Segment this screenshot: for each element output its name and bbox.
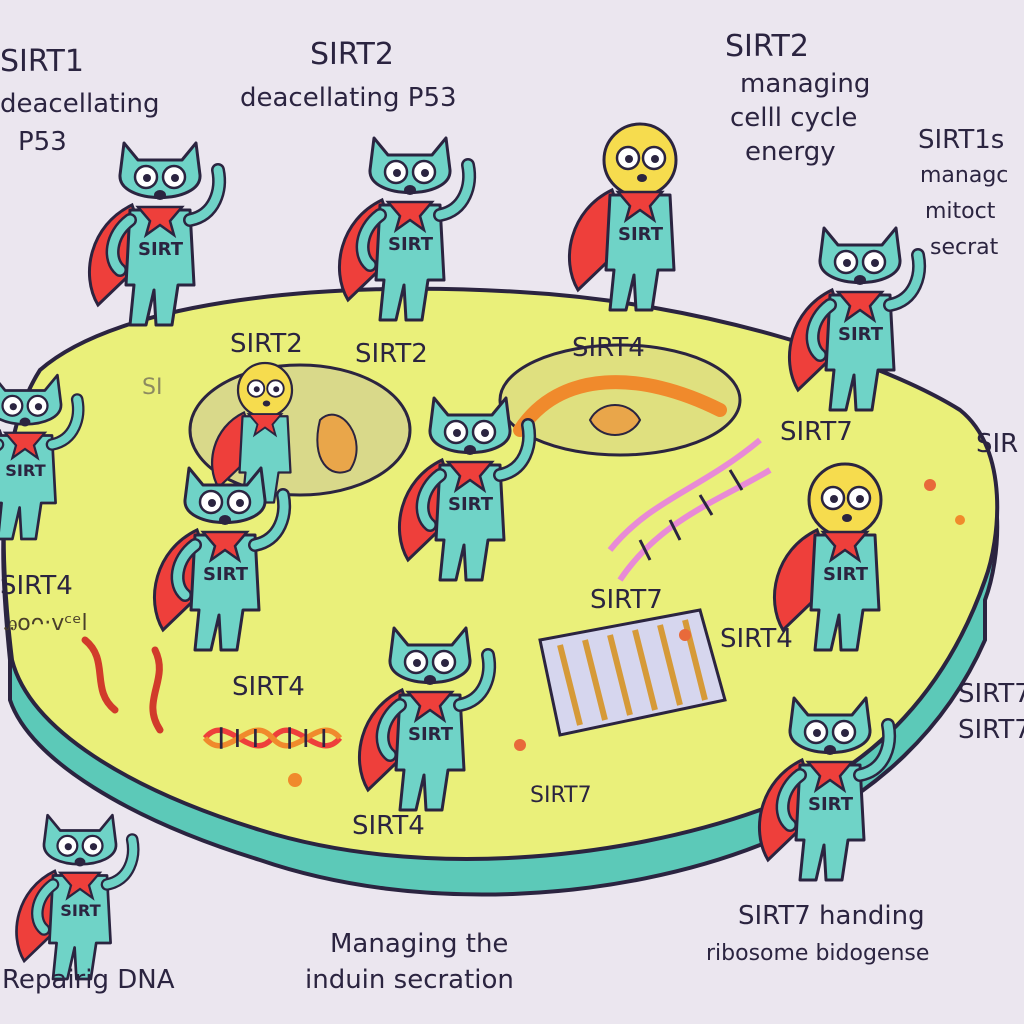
label-sirt1s: SIRT1s — [918, 125, 1005, 155]
label-cell-sirt4-top: SIRT4 — [572, 333, 645, 363]
label-cell-si: SI — [142, 375, 163, 400]
hero-badge: SIRT — [408, 724, 454, 745]
label-manage: managc — [920, 163, 1009, 188]
label-sirt7-handing: SIRT7 handing — [738, 901, 925, 931]
dna-helix-pink — [607, 437, 772, 582]
hero-badge: SIRT — [388, 234, 434, 255]
label-right-sirt7-a: SIRT7 — [958, 679, 1024, 709]
label-sirt1-title: SIRT1 — [0, 44, 84, 79]
hero-sirt1-top-left: SIRT — [89, 143, 219, 325]
label-cell-sirt4-low: SIRT4 — [232, 672, 305, 702]
hero-sirt1-right: SIRT — [789, 228, 919, 410]
label-left-scribble: ꭿoᴖ·vᶜᵉl — [4, 611, 88, 636]
hero-bottom-right: SIRT — [759, 698, 889, 880]
label-right-sirt7-b: SIRT7 — [958, 715, 1024, 745]
hero-bottom-left: SIRT — [17, 815, 134, 979]
label-repairing-dna: Repairig DNA — [2, 965, 175, 995]
label-sirt2-managing: managing — [740, 69, 871, 99]
label-sirt2-cell-cycle: celll cycle — [730, 103, 858, 133]
hero-badge: SIRT — [838, 324, 884, 345]
label-insulin-secretion: induin secration — [305, 965, 514, 995]
label-cell-sirt7-low: SIRT7 — [530, 783, 592, 808]
ribosome-grid — [538, 608, 727, 737]
hero-sirt2-yellow-top: SIRT — [567, 122, 678, 312]
hero-badge: SIRT — [5, 461, 45, 480]
label-sirt1-p53: P53 — [18, 127, 67, 157]
hero-sirt2-top-center: SIRT — [339, 138, 469, 320]
hero-badge: SIRT — [823, 564, 869, 585]
hero-badge: SIRT — [618, 224, 664, 245]
hero-badge: SIRT — [808, 794, 854, 815]
hero-left-goggles: SIRT — [0, 375, 78, 539]
hero-badge: SIRT — [203, 564, 249, 585]
organelle-pocket-top — [498, 343, 742, 457]
label-left-sirt4: SIRT4 — [0, 571, 73, 601]
label-sirt1-desc: deacellating — [0, 89, 160, 119]
label-cell-sirt7-mid: SIRT7 — [590, 585, 663, 615]
label-sirt2-right-title: SIRT2 — [725, 29, 809, 64]
label-mitoc: mitoct — [925, 199, 996, 224]
label-cell-sirt4-right: SIRT4 — [720, 624, 793, 654]
hero-badge: SIRT — [60, 901, 100, 920]
hero-bottom-center: SIRT — [359, 628, 489, 810]
hero-badge: SIRT — [448, 494, 494, 515]
label-cell-sirt7-top: SIRT7 — [780, 417, 853, 447]
label-cell-sirt2-b: SIRT2 — [355, 339, 428, 369]
label-right-edge-sir: SIR — [976, 429, 1019, 459]
hero-yellow-right-pocket: SIRT — [772, 462, 883, 652]
label-managing-the: Managing the — [330, 929, 509, 959]
label-ribosome-biogenesis: ribosome bidogense — [706, 941, 930, 966]
hero-badge: SIRT — [138, 239, 184, 260]
label-sirt2-title: SIRT2 — [310, 37, 394, 72]
label-sirt2-desc: deacellating P53 — [240, 83, 457, 113]
hero-left-middle: SIRT — [154, 468, 284, 650]
label-cell-sirt2-a: SIRT2 — [230, 329, 303, 359]
label-secrat: secrat — [930, 235, 999, 260]
label-sirt2-energy: energy — [745, 137, 836, 167]
hero-center: SIRT — [399, 398, 529, 580]
label-cell-sirt4-bottom: SIRT4 — [352, 811, 425, 841]
